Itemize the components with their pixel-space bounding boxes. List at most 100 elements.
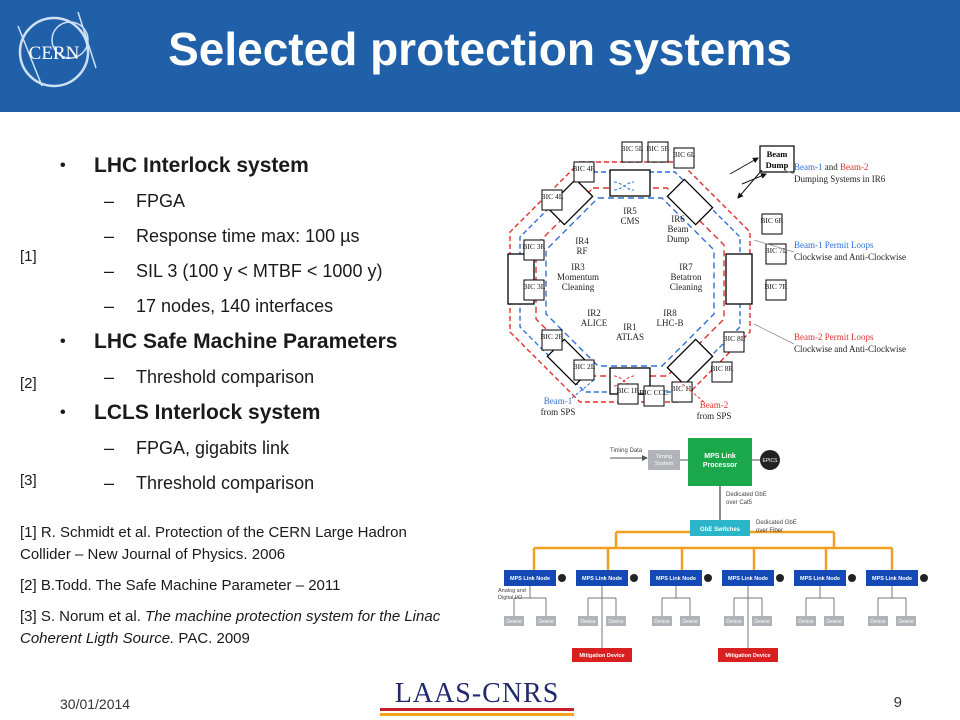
svg-text:ALICE: ALICE — [581, 318, 608, 328]
page-number: 9 — [893, 694, 902, 711]
svg-text:EPICS: EPICS — [762, 458, 778, 464]
svg-text:MPS Link Node: MPS Link Node — [510, 576, 550, 582]
svg-text:Digital I/O: Digital I/O — [498, 595, 523, 601]
svg-text:Device: Device — [798, 619, 814, 625]
lhc-interlock-diagram: BIC 5L BIC 5R BIC 6L BIC 4R BIC 4L BIC 6… — [498, 140, 960, 430]
svg-text:Clockwise and Anti-Clockwise: Clockwise and Anti-Clockwise — [794, 252, 906, 262]
svg-text:MPS Link Node: MPS Link Node — [872, 576, 912, 582]
svg-text:GbE Switches: GbE Switches — [700, 527, 741, 533]
svg-text:IR4: IR4 — [575, 236, 589, 246]
svg-text:BIC 6R: BIC 6R — [760, 216, 783, 225]
svg-text:BIC 5L: BIC 5L — [621, 144, 644, 153]
bullet-label: LHC Interlock system — [94, 154, 309, 177]
svg-text:Timing Data: Timing Data — [610, 448, 643, 454]
svg-text:Device: Device — [898, 619, 914, 625]
ref-mark-3: [3] — [20, 472, 37, 489]
svg-text:Device: Device — [826, 619, 842, 625]
sub-bullet: –FPGA, gigabits link — [104, 438, 290, 458]
svg-text:BIC 7L: BIC 7L — [765, 246, 788, 255]
ref-mark-2: [2] — [20, 375, 37, 392]
sub-bullet: –SIL 3 (100 y < MTBF < 1000 y) — [104, 261, 383, 281]
bullet-label: LCLS Interlock system — [94, 401, 321, 424]
lcls-mps-diagram: Timing Data Timing System MPS Link Proce… — [496, 434, 928, 664]
svg-text:Device: Device — [682, 619, 698, 625]
svg-text:Clockwise and Anti-Clockwise: Clockwise and Anti-Clockwise — [794, 344, 906, 354]
svg-text:Beam: Beam — [767, 149, 788, 159]
svg-text:CMS: CMS — [620, 216, 639, 226]
svg-text:BIC 2R: BIC 2R — [540, 332, 563, 341]
svg-text:Processor: Processor — [703, 462, 738, 469]
svg-text:Dump: Dump — [766, 160, 789, 170]
bullet-label: LHC Safe Machine Parameters — [94, 330, 398, 353]
svg-text:Dumping Systems in IR6: Dumping Systems in IR6 — [794, 174, 886, 184]
svg-text:over Cat5: over Cat5 — [726, 500, 753, 506]
svg-text:IR2: IR2 — [587, 308, 601, 318]
svg-text:Beam-2 Permit Loops: Beam-2 Permit Loops — [794, 332, 874, 342]
svg-text:MPS Link Node: MPS Link Node — [582, 576, 622, 582]
laas-cnrs-logo-icon: LAAS-CNRS — [380, 678, 574, 716]
reference-1: [1] R. Schmidt et al. Protection of the … — [20, 524, 407, 563]
svg-text:LAAS-CNRS: LAAS-CNRS — [395, 678, 560, 709]
svg-text:Device: Device — [608, 619, 624, 625]
sub-bullet: –FPGA — [104, 191, 186, 211]
svg-text:BIC 8L: BIC 8L — [723, 334, 746, 343]
svg-text:MPS Link Node: MPS Link Node — [800, 576, 840, 582]
svg-text:Timing: Timing — [656, 454, 672, 460]
svg-text:from SPS: from SPS — [541, 407, 576, 417]
svg-text:Device: Device — [726, 619, 742, 625]
svg-text:Device: Device — [538, 619, 554, 625]
svg-text:Device: Device — [870, 619, 886, 625]
svg-text:BIC 4R: BIC 4R — [572, 164, 595, 173]
svg-text:Dedicated GbE: Dedicated GbE — [756, 520, 797, 526]
svg-text:from SPS: from SPS — [697, 411, 732, 421]
svg-text:Beam-2: Beam-2 — [700, 400, 729, 410]
svg-text:ATLAS: ATLAS — [616, 332, 644, 342]
svg-text:Dump: Dump — [667, 234, 690, 244]
reference-3: [3] S. Norum et al. The machine protecti… — [20, 608, 441, 647]
svg-text:Device: Device — [654, 619, 670, 625]
svg-text:Beam-1 and Beam-2: Beam-1 and Beam-2 — [794, 162, 869, 172]
svg-text:BIC CCC: BIC CCC — [639, 388, 668, 397]
slide-title: Selected protection systems — [168, 23, 792, 75]
svg-text:BIC 1L: BIC 1L — [671, 384, 694, 393]
svg-text:IR3: IR3 — [571, 262, 585, 272]
svg-text:over Fiber: over Fiber — [756, 528, 783, 534]
svg-text:Betatron: Betatron — [671, 272, 702, 282]
cern-logo-text: CERN — [29, 43, 80, 64]
reference-2: [2] B.Todd. The Safe Machine Parameter –… — [20, 577, 341, 594]
cern-logo-icon: CERN — [17, 11, 97, 88]
svg-text:MPS Link: MPS Link — [704, 453, 736, 460]
svg-text:MPS Link Node: MPS Link Node — [728, 576, 768, 582]
bullet-lcls-interlock: •LCLS Interlock system — [60, 401, 321, 424]
svg-text:Momentum: Momentum — [557, 272, 599, 282]
bullet-lhc-interlock: •LHC Interlock system — [60, 154, 309, 177]
ref-mark-1: [1] — [20, 248, 37, 265]
bullet-list: •LHC Interlock system –FPGA –Response ti… — [60, 148, 480, 501]
svg-text:IR7: IR7 — [679, 262, 693, 272]
svg-text:BIC 2L: BIC 2L — [573, 362, 596, 371]
svg-text:BIC 4L: BIC 4L — [541, 192, 564, 201]
svg-text:IR1: IR1 — [623, 322, 637, 332]
title-bar: CERN Selected protection systems — [0, 0, 960, 112]
bullet-lhc-smp: •LHC Safe Machine Parameters — [60, 330, 398, 353]
svg-text:Device: Device — [754, 619, 770, 625]
svg-text:System: System — [655, 461, 674, 467]
svg-text:BIC 3L: BIC 3L — [523, 282, 546, 291]
svg-text:Beam-1 Permit Loops: Beam-1 Permit Loops — [794, 240, 874, 250]
references: [1] R. Schmidt et al. Protection of the … — [20, 522, 460, 659]
svg-text:BIC 1R: BIC 1R — [616, 386, 639, 395]
svg-text:Dedicated GbE: Dedicated GbE — [726, 492, 767, 498]
svg-text:MPS Link Node: MPS Link Node — [656, 576, 696, 582]
svg-text:LHC-B: LHC-B — [657, 318, 684, 328]
svg-text:Beam: Beam — [668, 224, 689, 234]
svg-text:BIC 6L: BIC 6L — [673, 150, 696, 159]
svg-text:Mitigation Device: Mitigation Device — [579, 653, 624, 659]
sub-bullet: –Response time max: 100 µs — [104, 226, 360, 246]
svg-text:Analog and: Analog and — [498, 588, 526, 594]
svg-text:BIC 5R: BIC 5R — [646, 144, 669, 153]
svg-text:Cleaning: Cleaning — [670, 282, 703, 292]
svg-text:BIC 3R: BIC 3R — [522, 242, 545, 251]
svg-text:Device: Device — [506, 619, 522, 625]
svg-text:IR5: IR5 — [623, 206, 637, 216]
svg-text:Beam-1: Beam-1 — [544, 396, 573, 406]
